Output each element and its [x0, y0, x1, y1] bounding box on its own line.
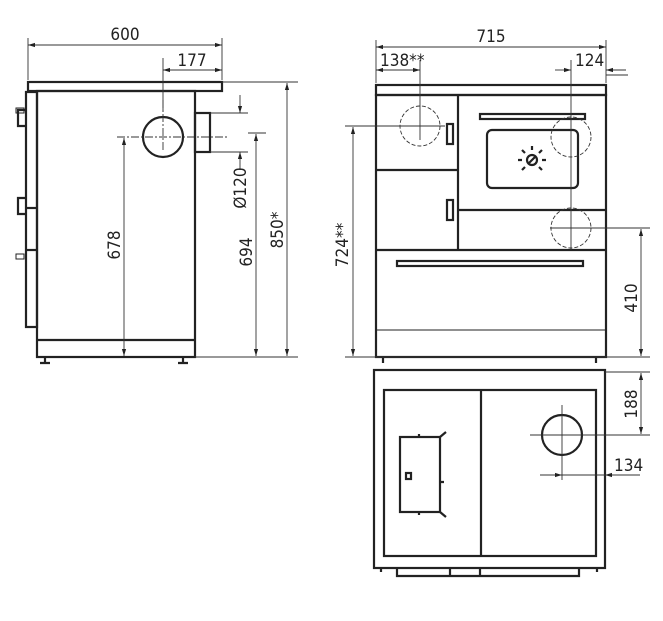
front-body [374, 93, 608, 359]
sun-icon [518, 146, 546, 171]
side-body [35, 89, 197, 359]
side-flue-stub [193, 111, 212, 154]
drawer-rail [395, 259, 585, 268]
side-front-panel [24, 90, 39, 329]
oven-rail [478, 112, 587, 121]
ash-door-handle [445, 198, 455, 222]
dim-width-600: 600 [110, 25, 139, 45]
dim-flue-diameter: Ø120 [231, 167, 251, 208]
side-handles [16, 108, 26, 216]
side-view: 600 177 Ø120 678 694 850* [15, 25, 298, 365]
dim-678: 678 [105, 230, 125, 259]
dim-188: 188 [622, 389, 642, 418]
front-top-plate [374, 83, 608, 97]
front-view: 715 138** 124 724** 410 [333, 27, 650, 363]
dim-width-715: 715 [476, 27, 505, 47]
firebox-door-handle [445, 122, 455, 146]
dim-694: 694 [237, 237, 257, 266]
dim-724: 724** [333, 222, 353, 267]
top-view: 188 134 [372, 368, 650, 578]
dim-flue-offset: 177 [177, 51, 206, 71]
dim-134: 134 [614, 456, 643, 476]
top-hotplate [382, 388, 598, 558]
dim-138: 138** [380, 51, 425, 71]
side-top-plate [26, 80, 224, 93]
dim-850: 850* [268, 211, 288, 248]
top-body [372, 368, 607, 570]
dim-410: 410 [622, 283, 642, 312]
dim-124: 124 [575, 51, 604, 71]
oven-window [485, 128, 580, 190]
side-feet [40, 357, 188, 365]
